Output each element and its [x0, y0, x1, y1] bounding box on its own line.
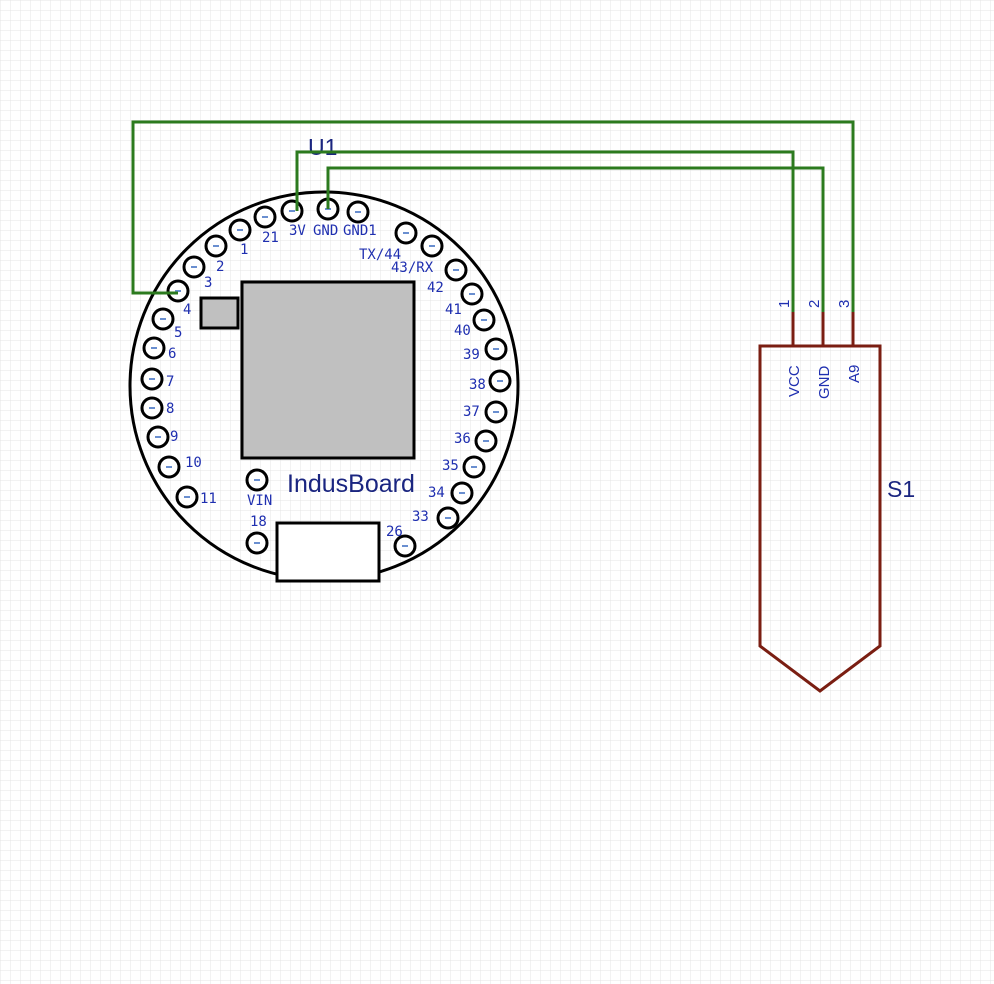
board-pin-label: 39 — [463, 347, 480, 363]
board-pin-label: 3V — [289, 223, 306, 239]
board-pin-label: 3 — [204, 275, 212, 291]
board-pin-label: VIN — [247, 493, 272, 509]
wire-3v-vcc[interactable] — [295, 150, 795, 315]
chip-module — [240, 280, 416, 460]
board-pin-label: 2 — [216, 259, 224, 275]
board-pin-label: 33 — [412, 509, 429, 525]
board-pin-label: 38 — [469, 377, 486, 393]
sensor-pin-name: VCC — [786, 365, 803, 397]
board-name-label: IndusBoard — [287, 470, 415, 498]
board-pin-label: 26 — [386, 524, 403, 540]
board-pin-label: 8 — [166, 401, 174, 417]
wire-pin4-a9[interactable] — [131, 120, 855, 315]
sensor-pin-number: 1 — [776, 300, 793, 308]
board-pin-label: 41 — [445, 302, 462, 318]
board-pin-label: GND1 — [343, 223, 377, 239]
board-pin-label: 4 — [183, 302, 191, 318]
sensor-pin-name: GND — [816, 366, 833, 400]
board-pin-label: GND — [313, 223, 338, 239]
small-component — [199, 296, 240, 330]
sensor-ref-label: S1 — [887, 476, 915, 502]
board-pin-label: 9 — [170, 429, 178, 445]
board-pin-label: 18 — [250, 514, 267, 530]
wire-gnd-gnd[interactable] — [326, 166, 825, 315]
sensor-pin-name: A9 — [846, 365, 863, 383]
board-pin-label: 6 — [168, 346, 176, 362]
board-pin-label: 21 — [262, 230, 279, 246]
board-pin-label: 43/RX — [391, 260, 434, 276]
sensor-body — [758, 344, 882, 693]
board-ref-label: U1 — [308, 134, 337, 160]
board-pin-label: 7 — [166, 374, 174, 390]
board-pin-label: 1 — [240, 242, 248, 258]
board-pin-label: TX/44 — [359, 247, 401, 263]
wires — [131, 120, 855, 315]
board-pin-label: 10 — [185, 455, 202, 471]
board-pin-label: 5 — [174, 325, 182, 341]
sensor-pin-number: 3 — [836, 300, 853, 308]
board-pin-label: 35 — [442, 458, 459, 474]
board-pin-label: 37 — [463, 404, 480, 420]
board-pin-label: 11 — [200, 491, 217, 507]
usb-connector — [275, 521, 381, 583]
sensor-component[interactable]: 1 2 3 VCC GND A9 S1 — [758, 300, 915, 693]
board-pin-label: 36 — [454, 431, 471, 447]
board-pin-label: 42 — [427, 280, 444, 296]
board-pin-label: 34 — [428, 485, 445, 501]
board-pin-label: 40 — [454, 323, 471, 339]
sensor-pin-number: 2 — [806, 300, 823, 308]
